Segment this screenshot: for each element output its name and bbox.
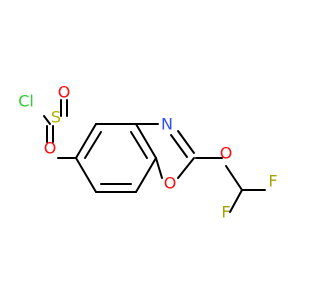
bond-oether-chf2 (225, 165, 243, 191)
molecule-canvas: Cl S O O N O O F F (18, 83, 277, 222)
bond-c2-o1 (177, 157, 195, 179)
bond-c6-c5 (75, 157, 97, 193)
bond-c3a-c7a-inner (130, 131, 148, 159)
bonds (43, 99, 266, 213)
oxygen-atom-label-bottom: O (44, 139, 57, 158)
chlorine-atom-label: Cl (18, 92, 34, 111)
atom-labels: Cl S O O N O O F F (18, 83, 277, 222)
structure-diagram: Cl S O O N O O F F (18, 83, 277, 222)
sulfur-atom-label: S (51, 108, 61, 127)
bond-chf2-fbottom (229, 189, 243, 213)
fluorine-atom-label-bottom: F (221, 203, 230, 222)
fluorine-atom-label-right: F (268, 172, 277, 191)
oxygen-atom-label-top: O (58, 83, 71, 102)
bond-o1-c7a (155, 157, 163, 179)
bond-n-c2 (177, 130, 195, 154)
ring-oxygen-atom-label: O (164, 174, 177, 193)
bond-s-cl (43, 115, 51, 125)
nitrogen-atom-label: N (161, 115, 173, 134)
bond-c7a-c7 (135, 157, 157, 193)
bond-n-c2-inner (170, 134, 188, 158)
bond-c5-c4 (75, 123, 97, 159)
bond-c5-c4-inner (84, 131, 102, 159)
bond-c3a-c7a (135, 123, 157, 159)
ether-oxygen-atom-label: O (220, 144, 233, 163)
